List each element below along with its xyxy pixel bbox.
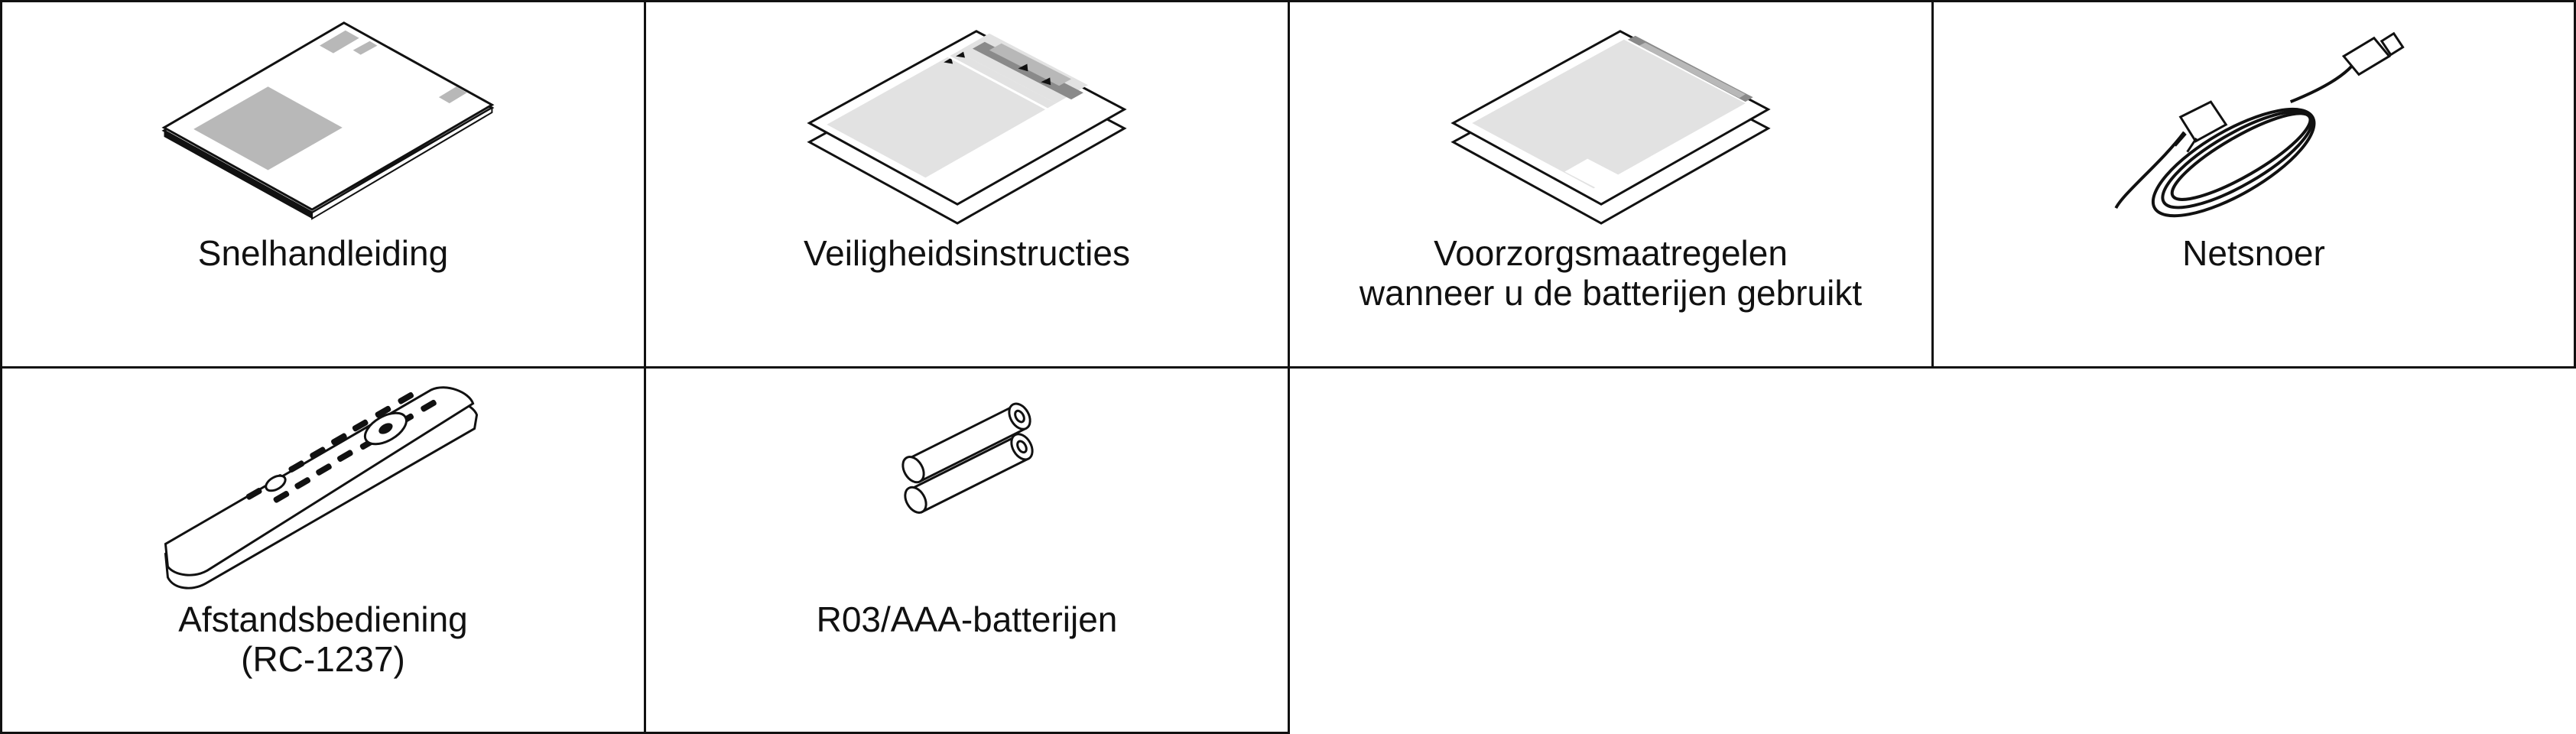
accessory-label-safety-instructions: Veiligheidsinstructies [803, 233, 1130, 273]
battery-precautions-icon [1450, 30, 1771, 225]
accessory-label-power-cord: Netsnoer [2182, 233, 2325, 273]
accessory-cell-aaa-batteries: R03/AAA-batterijen [644, 366, 1290, 734]
accessory-cell-safety-instructions: Veiligheidsinstructies [644, 0, 1290, 369]
accessory-label-aaa-batteries: R03/AAA-batterijen [816, 599, 1118, 639]
accessory-label-quick-guide: Snelhandleiding [197, 233, 449, 273]
accessory-cell-battery-precautions: Voorzorgsmaatregelen wanneer u de batter… [1288, 0, 1934, 369]
accessory-label-battery-precautions: Voorzorgsmaatregelen wanneer u de batter… [1359, 233, 1863, 313]
safety-instructions-icon [807, 30, 1127, 225]
aaa-batteries-icon [901, 402, 1034, 514]
accessory-cell-power-cord: Netsnoer [1931, 0, 2576, 369]
accessory-cell-quick-guide: Snelhandleiding [0, 0, 646, 369]
accessory-cell-remote-control: Afstandsbediening (RC-1237) [0, 366, 646, 734]
power-cord-icon [2114, 31, 2405, 218]
remote-control-icon [164, 386, 479, 589]
quick-start-guide-icon [161, 21, 495, 220]
accessory-label-remote-control: Afstandsbediening (RC-1237) [178, 599, 468, 679]
